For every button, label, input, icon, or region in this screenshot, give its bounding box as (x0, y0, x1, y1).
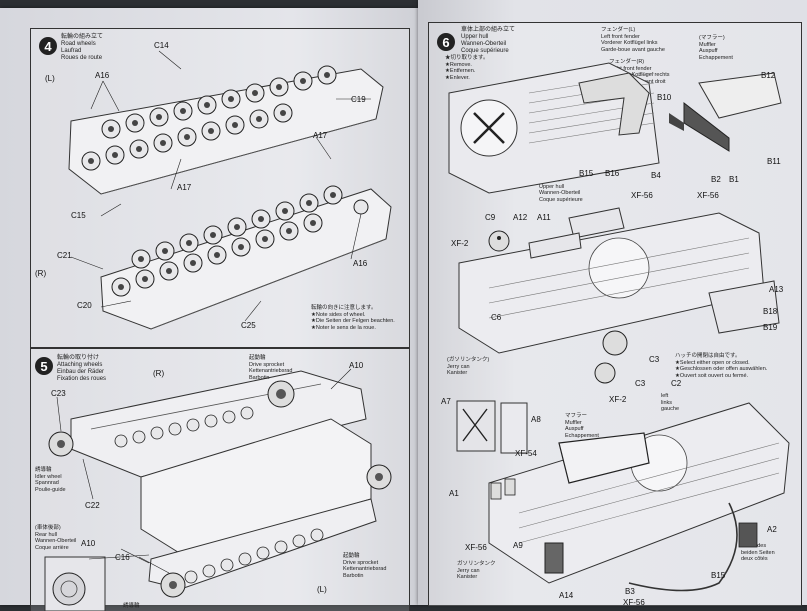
part-label: XF-56 (631, 191, 653, 200)
part-label: A7 (441, 397, 451, 406)
step6-panel: 6 車体上部の組み立て Upper hull Wannen-Oberteil C… (428, 22, 802, 607)
part-label: XF-56 (623, 598, 645, 607)
step6-number: 6 (437, 33, 455, 51)
part-label: XF-2 (451, 239, 469, 248)
drive-sprocket-caption-bottom: 起動輪 Drive sprocket Kettenantriebsrad Bar… (343, 553, 387, 579)
part-label: A9 (513, 541, 523, 550)
jerry-can-caption: (ガソリンタンク) Jerry can Kanister (447, 357, 490, 376)
part-label: C21 (57, 251, 72, 260)
drive-sprocket-caption-top: 起動輪 Drive sprocket Kettenantriebsrad Bar… (249, 355, 293, 381)
jerry2-caption: ガソリンタンク Jerry can Kanister (457, 561, 496, 580)
remove-note: ★切り取ります。 ★Remove. ★Entfernen. ★Enlever. (445, 55, 489, 81)
part-label: C9 (485, 213, 496, 222)
part-label: A10 (349, 361, 364, 370)
step6-title: 車体上部の組み立て Upper hull Wannen-Oberteil Coq… (461, 27, 516, 54)
step6-drawing (448, 62, 790, 592)
part-label: B2 (711, 175, 721, 184)
muffler2-caption: マフラー Muffler Auspuff Echappement (565, 413, 599, 439)
step5-number: 5 (35, 357, 53, 375)
bottom-caption: 誘導輪 (123, 603, 140, 609)
left-instruction-page: 4 転輪の組み立て Road wheels Laufrad Roues de r… (0, 8, 418, 611)
part-label: C19 (351, 95, 366, 104)
part-label: C6 (491, 313, 502, 322)
part-label: A2 (767, 525, 777, 534)
step4-number: 4 (39, 37, 57, 55)
part-label: B18 (763, 307, 778, 316)
part-label: C23 (51, 389, 66, 398)
part-label: XF-54 (515, 449, 537, 458)
part-label: C15 (71, 211, 86, 220)
step4-title: 転輪の組み立て Road wheels Laufrad Roues de rou… (61, 34, 104, 61)
part-label: XF-2 (609, 395, 627, 404)
idler-wheel-caption: 誘導輪 Idler wheel Spannrad Poulie-guide (35, 467, 66, 493)
part-label: A1 (449, 489, 459, 498)
left-side-caption: left links gauche (661, 393, 680, 412)
part-label: C20 (77, 301, 92, 310)
part-label: B10 (657, 93, 672, 102)
part-label: B15 (711, 571, 726, 580)
part-label: B3 (625, 587, 635, 596)
part-label: C3 (649, 355, 660, 364)
side-label-top: (L) (45, 74, 55, 83)
step4-panel: 4 転輪の組み立て Road wheels Laufrad Roues de r… (30, 28, 410, 348)
step5-panel: 5 転輪の取り付け Attaching wheels Einbau der Rä… (30, 348, 410, 611)
left-fender-caption: フェンダー(L) Left front fender Vorderer Kotf… (601, 27, 665, 53)
part-label: C3 (635, 379, 646, 388)
part-label: B12 (761, 71, 776, 80)
part-label: A10 (81, 539, 96, 548)
part-label: B1 (729, 175, 739, 184)
part-label: A12 (513, 213, 528, 222)
part-label: XF-56 (697, 191, 719, 200)
right-instruction-page: 6 車体上部の組み立て Upper hull Wannen-Oberteil C… (418, 0, 807, 607)
part-label: C14 (154, 41, 169, 50)
part-label: C16 (115, 553, 130, 562)
part-label: A14 (559, 591, 574, 600)
hatch-note: ハッチの開閉は自由です。 ★Select either open or clos… (675, 353, 768, 379)
step5-drawing (44, 368, 392, 611)
side-label-bottom: (R) (35, 269, 47, 278)
part-label: XF-56 (465, 543, 487, 552)
rear-hull-caption: (車体後部) Rear hull Wannen-Oberteil Coque a… (35, 525, 77, 551)
step4-drawing (68, 50, 392, 330)
part-label: B15 (579, 169, 594, 178)
part-label: C25 (241, 321, 256, 330)
part-label: C22 (85, 501, 100, 510)
step5-title: 転輪の取り付け Attaching wheels Einbau der Räde… (57, 355, 107, 382)
step4-note: 転輪の向きに注意します。 ★Note sides of wheel. ★Die … (311, 305, 395, 331)
side-label-bottom: (L) (317, 585, 327, 594)
part-label: B16 (605, 169, 620, 178)
part-label: A11 (537, 213, 551, 222)
part-label: B11 (767, 157, 781, 166)
part-label: C2 (671, 379, 682, 388)
part-label: A16 (95, 71, 110, 80)
part-label: A16 (353, 259, 368, 268)
muffler-caption: (マフラー) Muffler Auspuff Echappement (699, 35, 733, 61)
part-label: A8 (531, 415, 541, 424)
part-label: B19 (763, 323, 778, 332)
side-label-top: (R) (153, 369, 165, 378)
part-label: A13 (769, 285, 784, 294)
part-label: A17 (313, 131, 328, 140)
part-label: B4 (651, 171, 661, 180)
part-label: A17 (177, 183, 192, 192)
